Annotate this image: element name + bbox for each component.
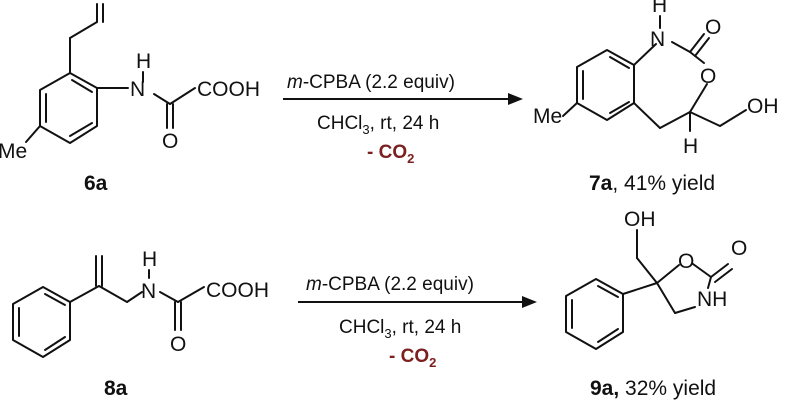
methyl-bond — [25, 125, 41, 143]
solvent-subscript: 3 — [384, 326, 391, 341]
n-c-bond — [153, 93, 171, 105]
ch2-c-bond — [656, 282, 676, 314]
atom-n: N — [650, 28, 665, 51]
reaction-1-conditions: m-CPBA (2.2 equiv) CHCl3, rt, 24 h - CO2 — [283, 72, 523, 166]
atom-me: Me — [0, 140, 27, 163]
o-c-bond — [692, 263, 712, 278]
aryl-c-bond — [622, 282, 658, 295]
ring-bond — [633, 43, 657, 66]
carbonyl-double-bond — [694, 37, 710, 57]
yield-9a: 32% yield — [619, 377, 716, 400]
o-c-bond — [689, 83, 708, 113]
atom-n: N — [141, 280, 156, 303]
n-c-bond — [671, 41, 691, 53]
reagent-text: m-CPBA (2.2 equiv) — [287, 72, 455, 93]
c-o-bond — [656, 264, 680, 284]
carbonyl-double-bond — [714, 268, 733, 283]
atom-o-ring: O — [700, 65, 716, 88]
byproduct-co2: - CO2 — [389, 346, 436, 370]
reactant-6a-structure: H N COOH O Me — [0, 3, 260, 163]
product-7a-structure: H N O O OH H Me — [533, 0, 779, 158]
byproduct-subscript: 2 — [429, 355, 436, 370]
aryl-c-bond — [69, 285, 100, 303]
n-ch2-bond — [674, 306, 696, 314]
byproduct-co2: - CO2 — [367, 142, 414, 166]
product-9a-structure: OH O O NH — [565, 208, 747, 350]
ring-double-bond — [609, 56, 630, 69]
atom-n: N — [130, 78, 145, 101]
solvent-text: CHCl3, rt, 24 h — [317, 113, 439, 137]
atom-o-carbonyl: O — [705, 16, 721, 39]
byproduct-text: - CO — [389, 346, 429, 367]
reagent-text: m-CPBA (2.2 equiv) — [306, 274, 474, 295]
atom-cooh: COOH — [206, 279, 269, 302]
ch2-bond — [98, 285, 128, 303]
reactant-6a-benzene-ring — [39, 72, 98, 144]
reagent-prefix: m — [306, 274, 322, 295]
atom-o-ring: O — [678, 250, 694, 273]
solvent-rest: , rt, 24 h — [370, 113, 440, 134]
arrow-head — [522, 296, 537, 308]
c-c-bond — [177, 286, 205, 303]
compound-label-8a: 8a — [104, 377, 128, 400]
c-n-bond — [707, 276, 712, 289]
c-o-bond — [689, 51, 705, 64]
atom-h: H — [142, 248, 157, 271]
ring-double-bond — [44, 293, 66, 306]
carbonyl-double-bond — [689, 33, 705, 53]
ch2-n-bond — [126, 291, 143, 303]
atom-me: Me — [533, 105, 562, 128]
ch2-oh-bond — [719, 109, 747, 127]
compound-label-9a: 9a, — [590, 377, 619, 400]
compound-label-6a: 6a — [84, 172, 108, 195]
product-7a-benzene-ring — [576, 49, 635, 121]
product-label-9a: 9a, 32% yield — [590, 377, 716, 400]
ring-bond — [633, 102, 661, 129]
atom-nh: NH — [697, 288, 727, 311]
ch2-bond — [636, 257, 658, 284]
solvent: CHCl — [317, 113, 362, 134]
atom-h: H — [136, 50, 151, 73]
byproduct-text: - CO — [367, 142, 407, 163]
atom-oh: OH — [624, 208, 656, 231]
c-c-bond — [169, 87, 196, 105]
ring-double-bond — [44, 336, 66, 351]
product-label-7a: 7a, 41% yield — [589, 172, 715, 195]
reactant-8a-structure: H N COOH O — [12, 248, 269, 358]
ring-double-bond — [69, 122, 93, 137]
atom-o-carbonyl: O — [731, 237, 747, 260]
reactant-8a-benzene-ring — [12, 286, 71, 358]
reagent-rest: -CPBA (2.2 equiv) — [322, 274, 474, 295]
methyl-bond — [562, 102, 578, 117]
ring-double-bond — [597, 285, 619, 298]
solvent: CHCl — [339, 317, 384, 338]
ring-double-bond — [609, 101, 630, 114]
atom-h: H — [683, 135, 698, 158]
ch2-bond — [689, 111, 721, 127]
carbonyl-double-bond — [710, 263, 729, 278]
compound-label-7a: 7a — [589, 172, 613, 195]
ring-bond — [659, 111, 691, 129]
yield-7a: , 41% yield — [612, 172, 715, 195]
reagent-prefix: m — [287, 72, 303, 93]
ring-double-bond — [71, 79, 93, 93]
reagent-rest: -CPBA (2.2 equiv) — [303, 72, 455, 93]
byproduct-subscript: 2 — [407, 151, 414, 166]
atom-cooh: COOH — [197, 78, 260, 101]
atom-o: O — [162, 130, 178, 153]
ring-double-bond — [597, 328, 619, 343]
solvent-text: CHCl3, rt, 24 h — [339, 317, 461, 341]
reaction-2-conditions: m-CPBA (2.2 equiv) CHCl3, rt, 24 h - CO2 — [298, 274, 537, 370]
atom-o: O — [170, 333, 186, 356]
arrow-head — [508, 93, 523, 105]
n-c-bond — [159, 291, 179, 303]
allyl-bond — [69, 21, 98, 39]
product-9a-benzene-ring — [565, 278, 624, 350]
solvent-rest: , rt, 24 h — [392, 317, 462, 338]
atom-h: H — [652, 0, 667, 17]
solvent-subscript: 3 — [362, 122, 369, 137]
atom-oh: OH — [747, 95, 779, 118]
